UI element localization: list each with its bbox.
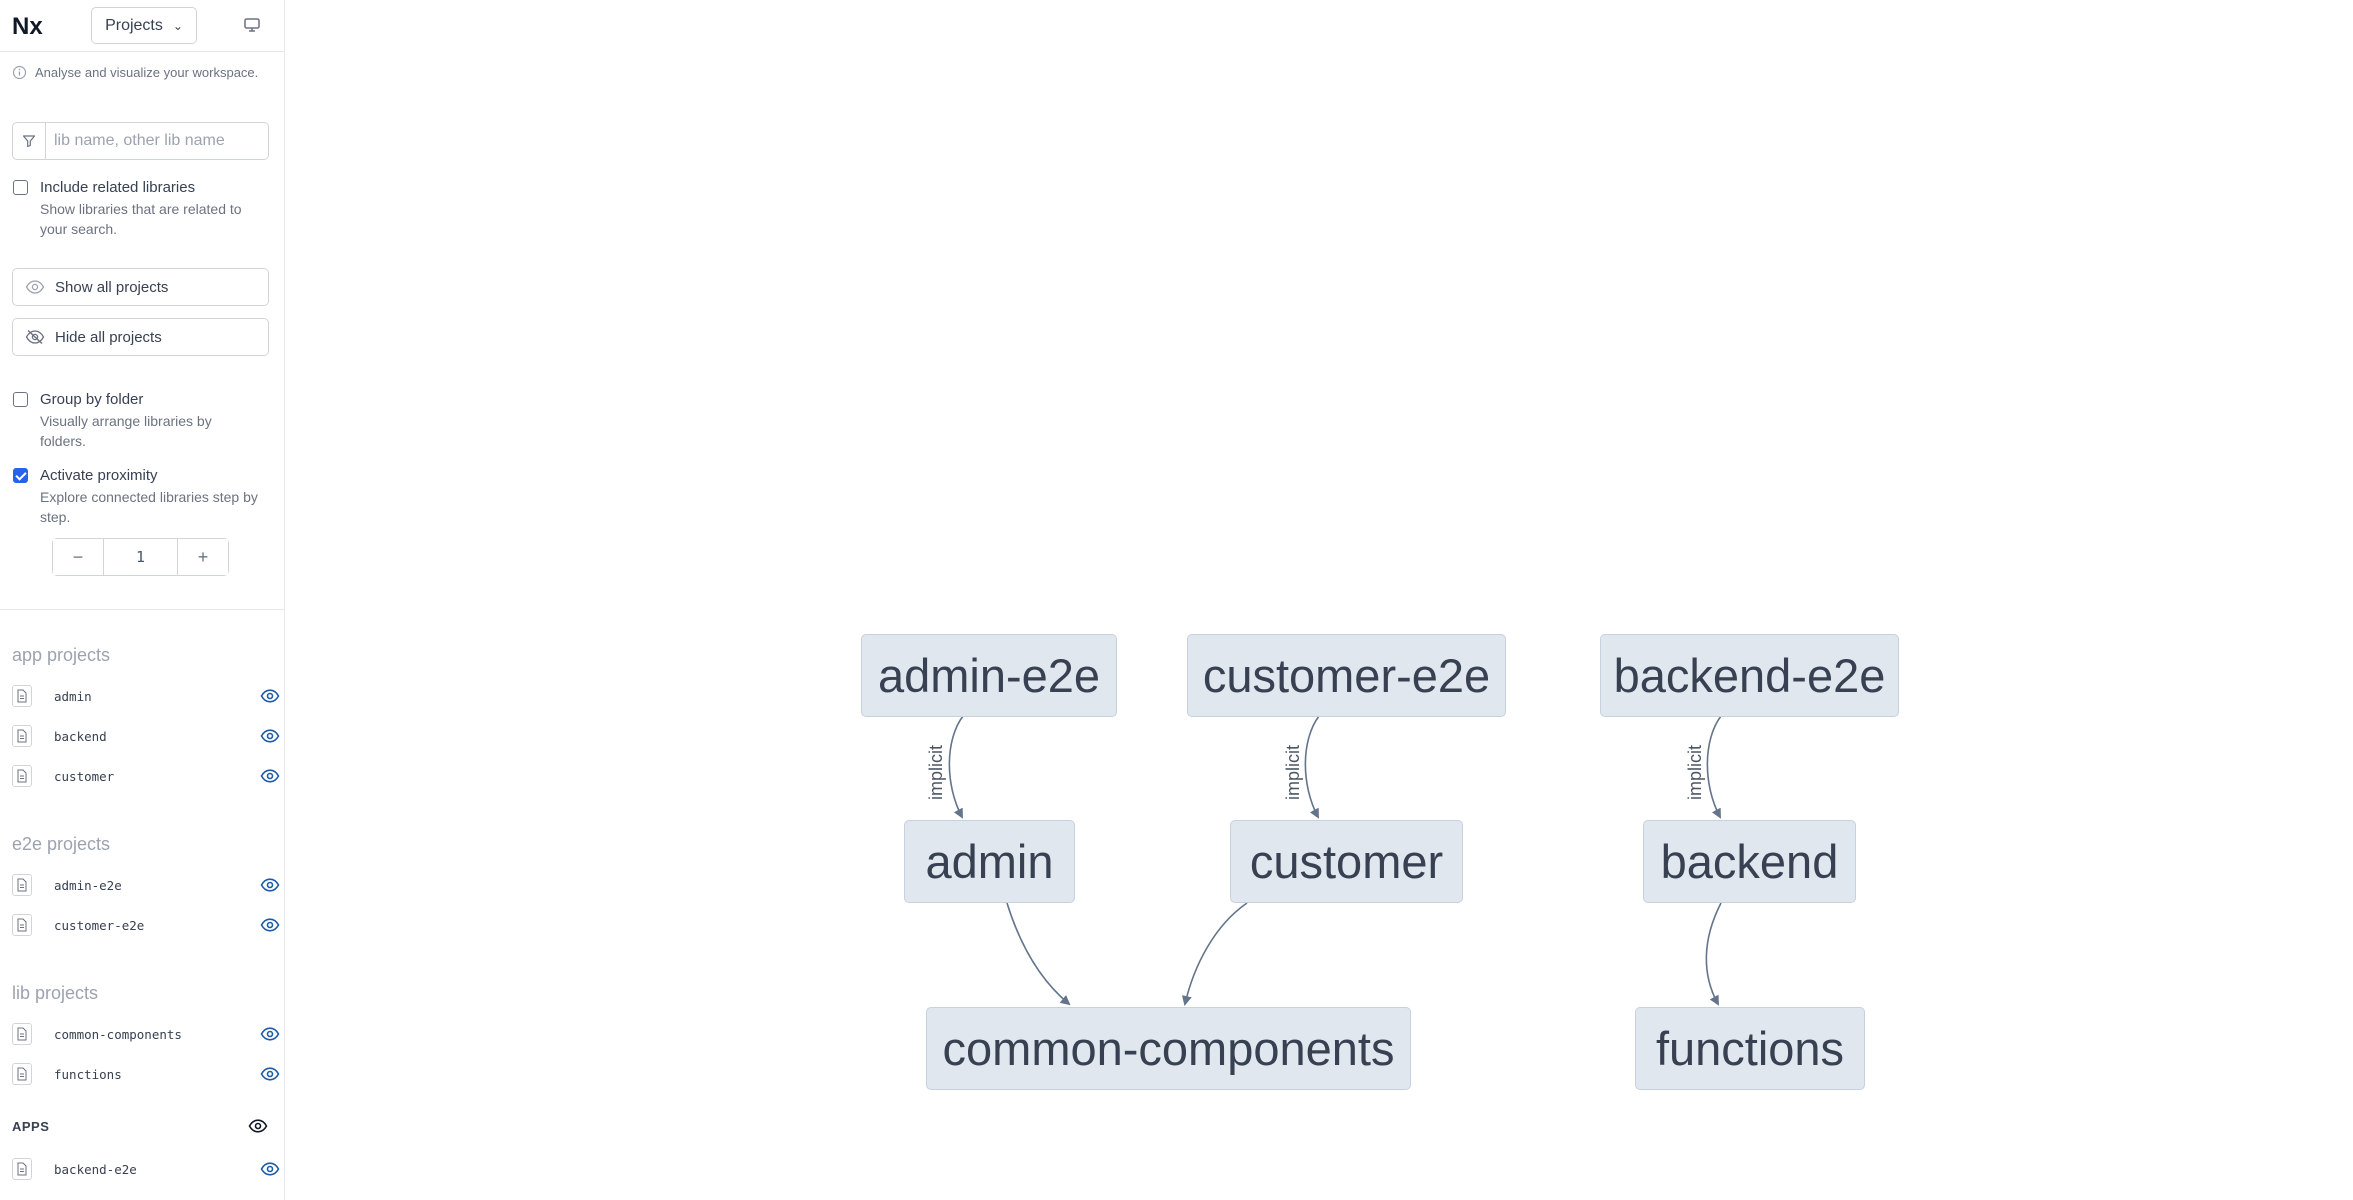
group-eye-icon[interactable]: [248, 1119, 268, 1133]
view-select[interactable]: Projects ⌄: [91, 7, 197, 44]
chevron-down-icon: ⌄: [172, 18, 183, 33]
project-item-admin-e2e: admin-e2e: [12, 872, 280, 898]
node-admin[interactable]: admin: [904, 820, 1075, 903]
include-related-title: Include related libraries: [40, 179, 196, 196]
divider: [0, 609, 284, 610]
document-icon: [12, 725, 32, 747]
eye-icon: [25, 280, 45, 294]
document-icon: [12, 874, 32, 896]
eye-icon[interactable]: [260, 918, 280, 932]
group-by-folder-option: Group by folder Visually arrange librari…: [13, 390, 260, 451]
eye-icon[interactable]: [260, 1162, 280, 1176]
group-by-folder-description: Visually arrange libraries by folders.: [40, 413, 212, 449]
monitor-icon[interactable]: [243, 16, 261, 34]
hide-all-projects-button[interactable]: Hide all projects: [12, 318, 269, 356]
eye-icon[interactable]: [260, 689, 280, 703]
node-customer-e2e[interactable]: customer-e2e: [1187, 634, 1506, 717]
node-backend-e2e[interactable]: backend-e2e: [1600, 634, 1899, 717]
group-by-folder-checkbox[interactable]: [13, 392, 28, 407]
project-name[interactable]: backend-e2e: [54, 1161, 137, 1177]
project-name[interactable]: admin: [54, 688, 92, 704]
sidebar: Nx Projects ⌄ Analyse and visualize your…: [0, 0, 285, 1200]
nx-logo-icon[interactable]: Nx: [12, 13, 56, 39]
sidebar-header: Nx Projects ⌄: [0, 0, 284, 52]
activate-proximity-title: Activate proximity: [40, 467, 158, 484]
info-icon: [12, 65, 27, 80]
group-title-lib-projects: lib projects: [12, 983, 99, 1003]
info-text: Analyse and visualize your workspace.: [35, 65, 259, 80]
eye-icon[interactable]: [260, 1067, 280, 1081]
show-all-projects-label: Show all projects: [55, 278, 169, 296]
project-name[interactable]: customer: [54, 768, 115, 784]
project-item-backend-e2e: backend-e2e: [12, 1156, 280, 1182]
include-related-description: Show libraries that are related to your …: [40, 201, 242, 237]
node-admin-e2e[interactable]: admin-e2e: [861, 634, 1117, 717]
proximity-value[interactable]: 1: [103, 539, 178, 575]
node-common-components[interactable]: common-components: [926, 1007, 1411, 1090]
node-backend[interactable]: backend: [1643, 820, 1856, 903]
document-icon: [12, 1023, 32, 1045]
svg-text:Nx: Nx: [12, 13, 43, 39]
view-select-value: Projects: [105, 16, 163, 34]
include-related-option: Include related libraries Show libraries…: [13, 178, 260, 239]
filter-icon: [13, 123, 46, 159]
filter-box: [12, 122, 269, 160]
info-row: Analyse and visualize your workspace.: [12, 65, 258, 80]
activate-proximity-description: Explore connected libraries step by step…: [40, 489, 258, 525]
project-name[interactable]: backend: [54, 728, 107, 744]
document-icon: [12, 914, 32, 936]
document-icon: [12, 1158, 32, 1180]
activate-proximity-option: Activate proximity Explore connected lib…: [13, 466, 260, 527]
eye-icon[interactable]: [260, 1027, 280, 1041]
document-icon: [12, 765, 32, 787]
hide-all-projects-label: Hide all projects: [55, 328, 162, 346]
project-name[interactable]: customer-e2e: [54, 917, 145, 933]
eye-icon[interactable]: [260, 729, 280, 743]
project-item-customer: customer: [12, 763, 280, 789]
activate-proximity-checkbox[interactable]: [13, 468, 28, 483]
project-name[interactable]: functions: [54, 1066, 122, 1082]
project-item-functions: functions: [12, 1061, 280, 1087]
proximity-stepper: − 1 +: [52, 538, 229, 576]
document-icon: [12, 685, 32, 707]
show-all-projects-button[interactable]: Show all projects: [12, 268, 269, 306]
eye-off-icon: [25, 329, 45, 345]
node-customer[interactable]: customer: [1230, 820, 1463, 903]
group-title-e2e-projects: e2e projects: [12, 834, 111, 854]
increment-button[interactable]: +: [178, 539, 228, 575]
project-name[interactable]: common-components: [54, 1026, 182, 1042]
project-item-customer-e2e: customer-e2e: [12, 912, 280, 938]
decrement-button[interactable]: −: [53, 539, 103, 575]
project-item-admin: admin: [12, 683, 280, 709]
group-title-app-projects: app projects: [12, 645, 111, 665]
project-item-backend: backend: [12, 723, 280, 749]
eye-icon[interactable]: [260, 878, 280, 892]
group-by-folder-title: Group by folder: [40, 391, 144, 408]
project-name[interactable]: admin-e2e: [54, 877, 122, 893]
filter-input[interactable]: [46, 124, 268, 158]
node-functions[interactable]: functions: [1635, 1007, 1865, 1090]
group-title-apps: APPS: [12, 1119, 50, 1134]
document-icon: [12, 1063, 32, 1085]
eye-icon[interactable]: [260, 769, 280, 783]
project-item-common-components: common-components: [12, 1021, 280, 1047]
include-related-checkbox[interactable]: [13, 180, 28, 195]
